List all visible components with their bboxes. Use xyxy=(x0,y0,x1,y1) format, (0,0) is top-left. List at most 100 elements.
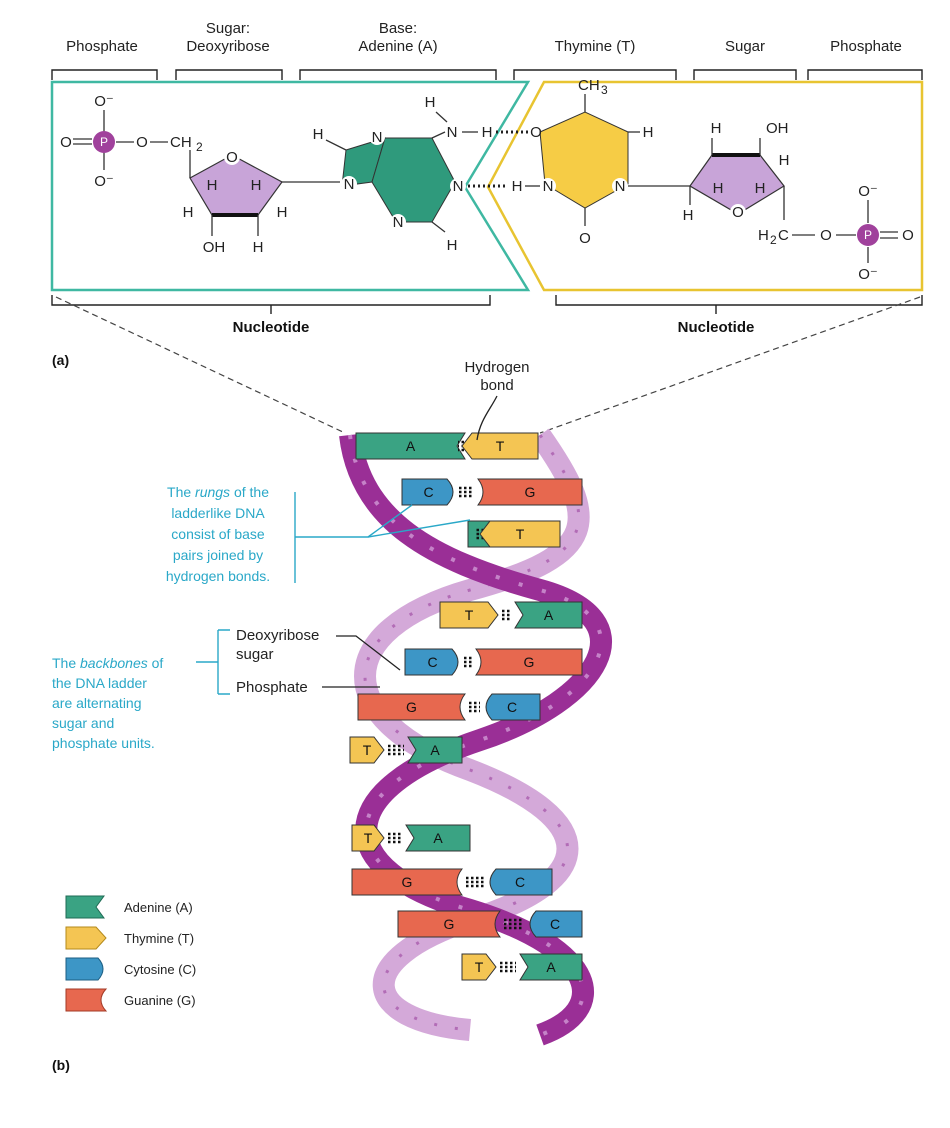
zoom-line-left xyxy=(55,296,346,434)
svg-text:H: H xyxy=(251,177,262,194)
svg-text:H: H xyxy=(207,177,218,194)
right-phosphate-group: P O⁻ O⁻ O xyxy=(857,183,914,283)
svg-text:CH: CH xyxy=(170,134,192,151)
base-letter: T xyxy=(475,959,484,975)
svg-text:H: H xyxy=(482,124,493,141)
svg-text:N: N xyxy=(344,176,355,193)
svg-text:Guanine (G): Guanine (G) xyxy=(124,993,196,1008)
base-g-left xyxy=(357,693,467,721)
base-t-right xyxy=(479,520,561,548)
svg-text:O⁻: O⁻ xyxy=(94,93,114,110)
label-sugar: Sugar: xyxy=(206,20,250,37)
svg-text:P: P xyxy=(100,135,108,149)
svg-text:H: H xyxy=(683,207,694,224)
svg-text:O: O xyxy=(902,227,914,244)
nucleotide-left-label: Nucleotide xyxy=(233,319,310,336)
svg-text:the DNA ladder: the DNA ladder xyxy=(52,675,147,691)
legend-item-adenine: Adenine (A) xyxy=(65,895,193,919)
svg-text:H: H xyxy=(313,126,324,143)
svg-text:O: O xyxy=(732,204,744,221)
base-a-right xyxy=(519,953,583,981)
svg-text:O⁻: O⁻ xyxy=(858,183,878,200)
base-c-right xyxy=(529,910,583,938)
dna-double-helix xyxy=(339,428,612,1046)
legend-item-guanine: Guanine (G) xyxy=(65,988,196,1012)
base-a-right xyxy=(514,601,583,629)
svg-text:OH: OH xyxy=(766,120,789,137)
svg-text:The rungs of the: The rungs of the xyxy=(167,484,269,500)
base-t-right xyxy=(461,432,539,460)
base-letter: C xyxy=(515,874,525,890)
base-letter: A xyxy=(433,830,443,846)
label-base: Base: xyxy=(379,20,417,37)
label-phosphate-right: Phosphate xyxy=(830,38,902,55)
svg-text:N: N xyxy=(453,178,464,195)
panel-b-label: (b) xyxy=(52,1057,70,1073)
hydrogen-bond-pointer xyxy=(476,395,498,441)
svg-text:N: N xyxy=(447,124,458,141)
label-phosphate-left: Phosphate xyxy=(66,38,138,55)
base-t-left xyxy=(439,601,499,629)
svg-text:CH: CH xyxy=(578,77,600,94)
svg-text:H: H xyxy=(425,94,436,111)
nucleotide-right-label: Nucleotide xyxy=(678,319,755,336)
base-letter: T xyxy=(363,742,372,758)
svg-text:C: C xyxy=(778,227,789,244)
base-letter: T xyxy=(465,607,474,623)
svg-text:N: N xyxy=(372,129,383,146)
base-g-right xyxy=(476,478,583,506)
base-letter: T xyxy=(516,526,525,542)
base-letter: T xyxy=(496,438,505,454)
svg-text:phosphate units.: phosphate units. xyxy=(52,735,155,751)
label-adenine: Adenine (A) xyxy=(358,38,437,55)
svg-text:H: H xyxy=(183,204,194,221)
base-letter: G xyxy=(444,916,455,932)
base-a-left xyxy=(355,432,466,460)
svg-text:O: O xyxy=(579,230,591,247)
svg-text:H: H xyxy=(779,152,790,169)
svg-text:O: O xyxy=(60,134,72,151)
svg-text:H: H xyxy=(643,124,654,141)
base-letter: C xyxy=(423,484,433,500)
right-deoxyribose-sugar: O H OH H H H H H 2 C O xyxy=(683,120,856,247)
base-t-left xyxy=(349,736,385,764)
base-c-right xyxy=(489,868,553,896)
svg-text:hydrogen bonds.: hydrogen bonds. xyxy=(166,568,270,584)
svg-text:Adenine (A): Adenine (A) xyxy=(124,900,193,915)
phosphate-label: Phosphate xyxy=(236,679,308,696)
base-letter: A xyxy=(546,959,556,975)
hydrogen-bond-label-line2: bond xyxy=(480,377,513,394)
svg-text:P: P xyxy=(864,228,872,242)
svg-text:sugar and: sugar and xyxy=(52,715,114,731)
svg-text:ladderlike DNA: ladderlike DNA xyxy=(171,505,265,521)
zoom-line-right xyxy=(539,296,921,434)
deoxyribose-sugar-label: Deoxyribose xyxy=(236,627,319,644)
svg-text:O⁻: O⁻ xyxy=(858,266,878,283)
svg-text:H: H xyxy=(755,180,766,197)
svg-text:O: O xyxy=(136,134,148,151)
top-brackets xyxy=(51,69,923,80)
label-thymine: Thymine (T) xyxy=(555,38,636,55)
svg-text:H: H xyxy=(253,239,264,256)
left-deoxyribose-sugar: O H H H H OH H xyxy=(183,149,340,256)
hydrogen-bond-label-line1: Hydrogen xyxy=(464,359,529,376)
base-g-left xyxy=(351,868,464,896)
svg-text:are alternating: are alternating xyxy=(52,695,142,711)
base-c-left xyxy=(404,648,459,676)
base-pair-row: AT xyxy=(467,520,561,548)
adenine-base-structure: N N N N H N H H H xyxy=(313,94,493,254)
base-letter: A xyxy=(430,742,440,758)
svg-text:2: 2 xyxy=(196,140,203,154)
base-c-right xyxy=(485,693,541,721)
svg-text:The backbones of: The backbones of xyxy=(52,655,163,671)
svg-text:2: 2 xyxy=(770,233,777,247)
svg-text:N: N xyxy=(543,178,554,195)
svg-text:H: H xyxy=(277,204,288,221)
